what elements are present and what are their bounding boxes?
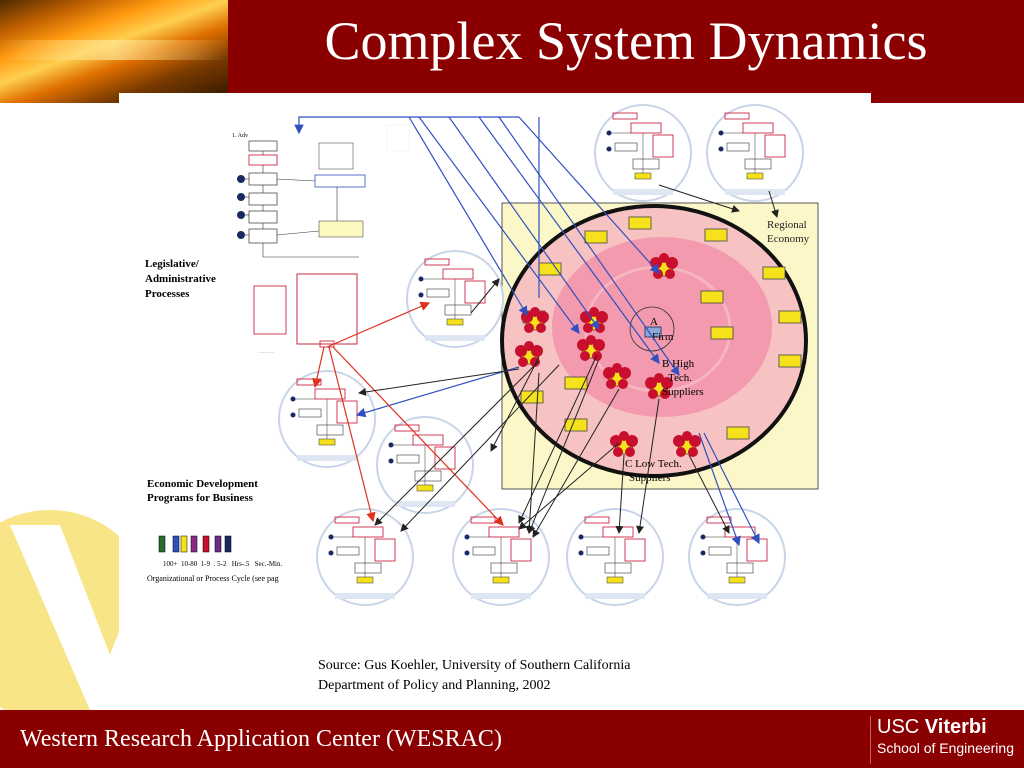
usc-viterbi-logo: USC Viterbi School of Engineering <box>870 716 1024 764</box>
label-b-line3: Suppliers <box>662 386 704 398</box>
logo-line1: USC Viterbi <box>877 716 1024 738</box>
label-b-line1: B High <box>662 358 695 370</box>
legislative-label-line2: Administrative <box>145 273 216 285</box>
label-b-line2: Tech. <box>668 372 692 384</box>
svg-text:...............: ............... <box>259 349 274 354</box>
complex-system-diagram: 1. Adv <box>119 93 871 649</box>
econ-label-line2: Programs for Business <box>147 492 254 504</box>
logo-viterbi-text: Viterbi <box>924 716 987 738</box>
caption-line1: Source: Gus Koehler, University of South… <box>318 658 631 673</box>
logo-line2: School of Engineering <box>877 740 1014 756</box>
label-firm: Firm <box>652 331 674 343</box>
label-c-line2: Suppliers <box>629 472 671 484</box>
flow-top-label: 1. Adv <box>232 133 248 139</box>
corner-decorative-image <box>0 0 228 103</box>
footer-organization-name: Western Research Application Center (WES… <box>20 726 502 752</box>
legislative-label-line1: Legislative/ <box>145 258 200 270</box>
label-a: A <box>650 316 658 328</box>
logo-usc-text: USC <box>877 716 920 738</box>
yellow-boxes <box>520 216 802 440</box>
econ-label-line1: Economic Development <box>147 478 258 490</box>
regional-label-line1: Regional <box>767 219 807 231</box>
red-arrows <box>312 301 504 526</box>
regional-label-line2: Economy <box>767 233 810 245</box>
legend-caption: Organizational or Process Cycle (see pag <box>147 574 279 583</box>
cycle-legend-bars <box>158 535 232 553</box>
black-arrows <box>358 184 779 538</box>
slide-title: Complex System Dynamics <box>324 11 928 71</box>
caption-line2: Department of Policy and Planning, 2002 <box>318 678 551 693</box>
legislative-label-line3: Processes <box>145 288 190 300</box>
blue-arrows <box>294 116 760 547</box>
title-bar: Complex System Dynamics <box>0 0 1024 103</box>
footer-bar: Western Research Application Center (WES… <box>0 710 1024 768</box>
legend-scale-text: 100+ 10-80 1-9 . 5-2 Hrs-.5 Sec.-Min. <box>163 560 282 568</box>
legislative-flowchart: 1. Adv <box>232 124 410 354</box>
label-c-line1: C Low Tech. <box>625 458 682 470</box>
source-caption: Source: Gus Koehler, University of South… <box>318 656 630 696</box>
diagram-canvas: 1. Adv <box>145 104 819 606</box>
